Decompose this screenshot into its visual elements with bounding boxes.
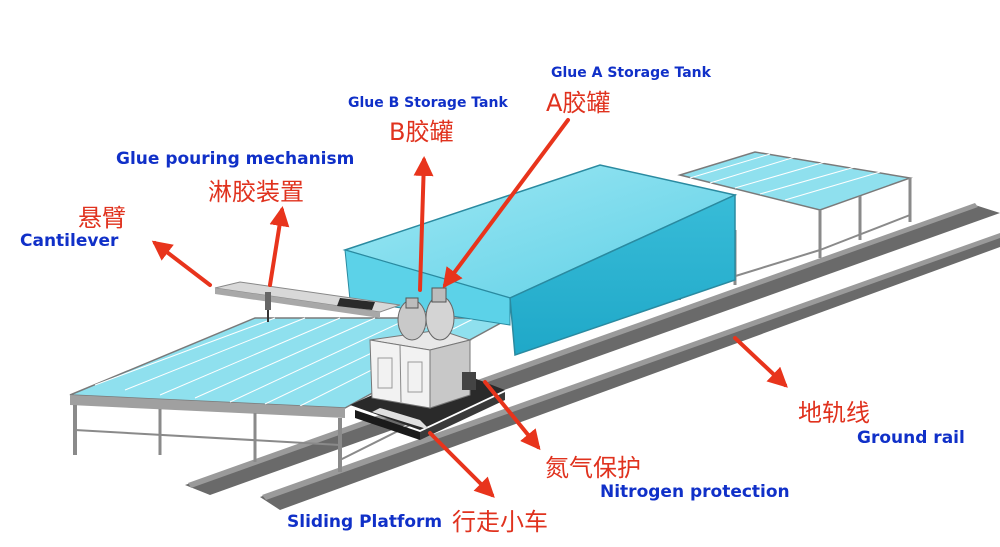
nitrogen-label-en: Nitrogen protection [600, 482, 790, 502]
pouring-label-en: Glue pouring mechanism [116, 149, 355, 169]
ground-rail-label-en: Ground rail [857, 428, 965, 448]
pouring-label-zh: 淋胶装置 [208, 178, 304, 206]
glue-b-label-en: Glue B Storage Tank [348, 95, 508, 111]
cantilever-label-zh: 悬臂 [78, 204, 126, 232]
cantilever-label-en: Cantilever [20, 231, 119, 251]
nitrogen-label-zh: 氮气保护 [545, 454, 641, 482]
arrow-glue-a [442, 118, 570, 289]
arrow-ground-rail [733, 336, 788, 388]
arrow-sliding [428, 431, 495, 498]
glue-a-label-zh: A胶罐 [546, 89, 611, 117]
glue-a-label-en: Glue A Storage Tank [551, 65, 711, 81]
sliding-label-en: Sliding Platform [287, 512, 443, 532]
arrow-nitrogen [483, 380, 541, 451]
ground-rail-label-zh: 地轨线 [798, 399, 870, 427]
control-cabinet [369, 329, 472, 409]
arrow-cantilever [151, 240, 212, 287]
glue-b-label-zh: B胶罐 [389, 118, 454, 146]
glass-box [342, 164, 738, 357]
glue-tanks [397, 287, 476, 390]
cantilever-beam [214, 281, 401, 322]
arrow-pouring [268, 206, 290, 287]
callout-arrows [151, 118, 788, 498]
arrow-glue-b [413, 156, 434, 292]
sliding-label-zh: 行走小车 [452, 508, 548, 536]
